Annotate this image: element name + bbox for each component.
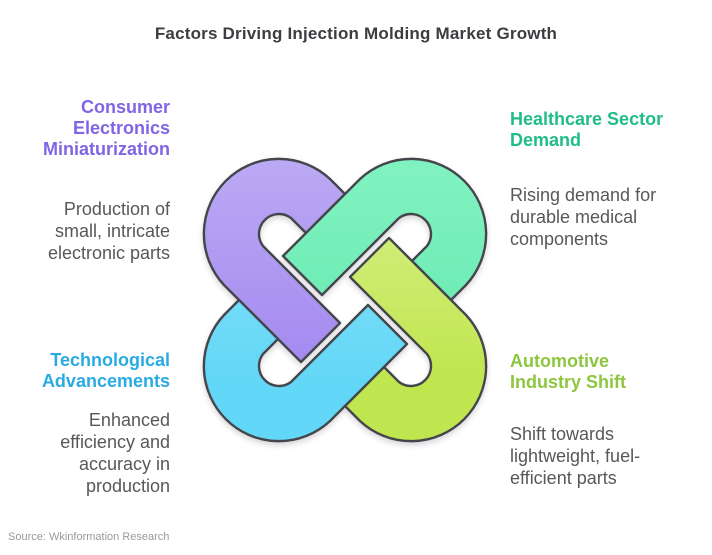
factor-heading-automotive: Automotive Industry Shift bbox=[510, 351, 626, 392]
source-note: Source: Wkinformation Research bbox=[8, 531, 170, 543]
knot-loop-automotive bbox=[343, 236, 488, 443]
factor-body-healthcare: Rising demand for durable medical compon… bbox=[510, 185, 657, 249]
factor-heading-consumer-electronics: Consumer Electronics Miniaturization bbox=[43, 97, 170, 159]
factor-body-automotive: Shift towards lightweight, fuel- efficie… bbox=[510, 424, 641, 488]
knot-loop-consumer-electronics bbox=[202, 157, 347, 364]
knot-loop-healthcare bbox=[281, 157, 488, 302]
interlocking-knot-diagram bbox=[202, 157, 488, 443]
factor-heading-technological: Technological Advancements bbox=[41, 350, 170, 391]
factor-heading-healthcare: Healthcare Sector Demand bbox=[510, 109, 664, 150]
factor-body-technological: Enhanced efficiency and accuracy in prod… bbox=[60, 410, 170, 496]
page-title: Factors Driving Injection Molding Market… bbox=[154, 24, 558, 43]
factor-body-consumer-electronics: Production of small, intricate electroni… bbox=[47, 199, 170, 263]
knot-loop-technological bbox=[202, 298, 409, 443]
